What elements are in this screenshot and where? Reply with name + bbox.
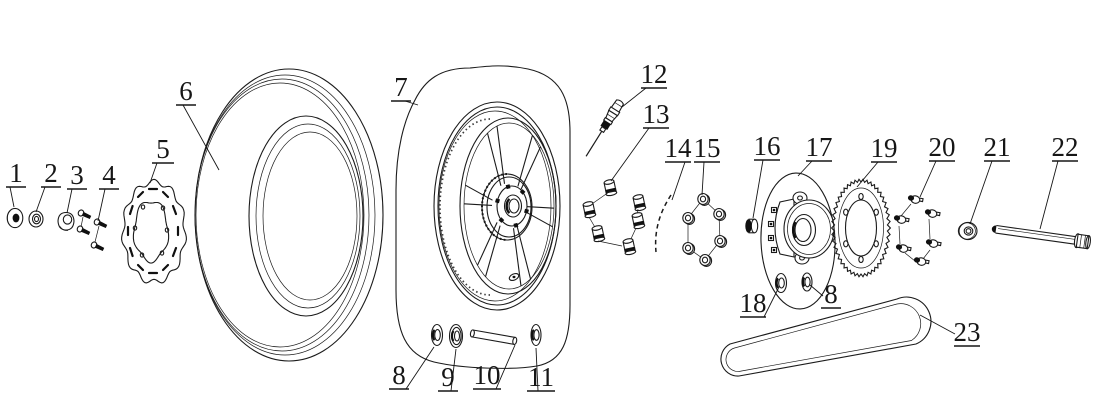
callout-15: 15 (694, 133, 721, 163)
part-spacer-tube (469, 329, 518, 346)
part-wheel-bearing-right (530, 323, 542, 347)
callout-labels: 1 2 3 4 5 6 7 8 9 10 11 12 13 14 15 16 1… (9, 59, 1078, 392)
callout-11: 11 (528, 362, 554, 392)
sprocket-holes (843, 192, 879, 264)
disc-holes (132, 204, 170, 258)
part-balance-weight-set (581, 178, 647, 257)
callout-1: 1 (9, 158, 23, 188)
part-axle-nut (957, 221, 978, 241)
disc-slots (126, 187, 180, 275)
callout-9: 9 (441, 362, 455, 392)
callout-21: 21 (984, 132, 1011, 162)
callout-18: 18 (740, 288, 767, 318)
part-spacer-bushing (745, 218, 759, 234)
part-rim-band (654, 194, 672, 253)
callout-12: 12 (641, 59, 668, 89)
callout-8-hub: 8 (824, 279, 838, 309)
callout-17: 17 (806, 132, 833, 162)
hub-panel-outline (760, 172, 836, 310)
part-oil-seal (430, 323, 444, 347)
part-rear-wheel (395, 65, 571, 369)
callout-23: 23 (954, 317, 981, 347)
part-tire (194, 68, 384, 362)
part-drive-chain (720, 296, 932, 377)
callout-20: 20 (929, 132, 956, 162)
callout-10: 10 (474, 360, 501, 390)
callout-2: 2 (44, 158, 58, 188)
part-hub-nut (28, 210, 44, 228)
callout-3: 3 (70, 160, 84, 190)
callout-22: 22 (1052, 132, 1079, 162)
callout-5: 5 (156, 134, 170, 164)
callout-14: 14 (665, 133, 693, 163)
part-wheel-bearing-left (448, 323, 464, 349)
part-sprocket-bolt-set (892, 194, 942, 268)
part-disc-bolt-set (75, 208, 109, 253)
part-brake-disc (121, 178, 187, 284)
callout-underlines (6, 87, 1078, 392)
part-dome-nut (57, 211, 75, 231)
part-cap-nut (6, 207, 24, 229)
callout-7: 7 (394, 72, 408, 102)
callout-16: 16 (754, 131, 781, 161)
wheel-panel-outline (395, 65, 571, 369)
part-hub-seal (774, 272, 788, 294)
part-sprocket-hub (760, 172, 836, 310)
callout-leader-lines (9, 87, 1059, 392)
callout-19: 19 (871, 133, 898, 163)
hub-studs (767, 206, 778, 254)
part-flange-nut-set (682, 192, 728, 267)
part-valve-stem (585, 99, 625, 157)
callout-6: 6 (179, 76, 193, 106)
part-rear-axle (991, 224, 1091, 250)
callout-13: 13 (643, 99, 670, 129)
callout-8-wheel: 8 (392, 360, 406, 390)
callout-4: 4 (102, 160, 116, 190)
part-hub-bearing (801, 272, 813, 292)
hub-lugs (495, 184, 529, 228)
part-rear-sprocket (830, 178, 892, 278)
